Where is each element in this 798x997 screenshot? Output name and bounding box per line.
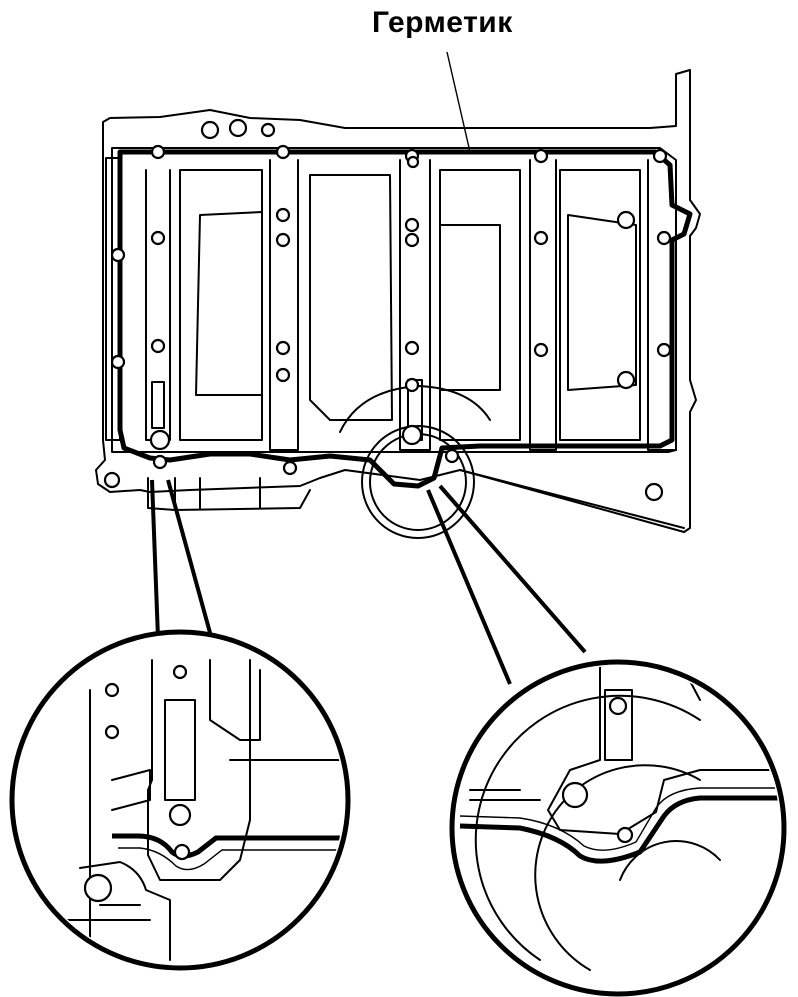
oil-pan-body [95, 69, 701, 539]
detail-right [449, 659, 787, 997]
detail-left [9, 629, 351, 971]
label-leader-line [446, 51, 471, 153]
detail-right-pointer [426, 484, 587, 685]
sealant-label: Герметик [372, 6, 513, 39]
bolt-holes [103, 118, 672, 502]
detail-left-pointer [150, 479, 214, 641]
